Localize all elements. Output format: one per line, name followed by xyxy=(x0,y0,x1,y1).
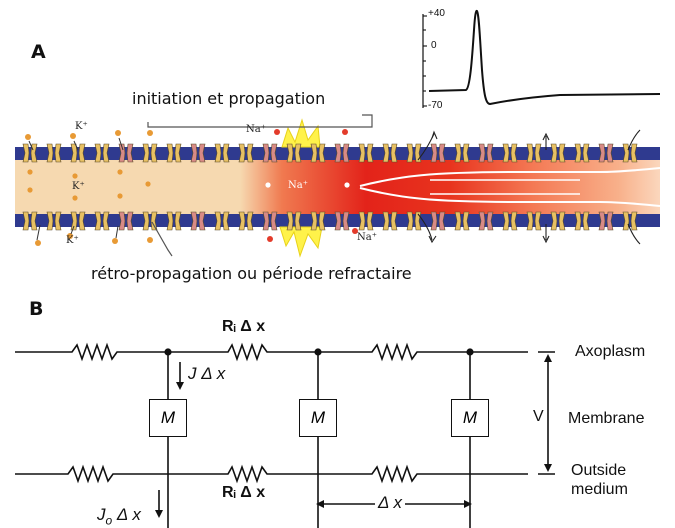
k-label-2: K⁺ xyxy=(72,181,85,192)
ion-channel xyxy=(310,143,326,163)
spark-bottom xyxy=(279,226,323,258)
ion-channel xyxy=(622,143,638,163)
na-label-inside: Na⁺ xyxy=(288,180,308,191)
current-lines xyxy=(359,167,661,207)
action-potential-plot xyxy=(422,9,661,108)
caption-brackets xyxy=(147,114,373,257)
ion-channel xyxy=(214,211,230,231)
ion-channel xyxy=(310,211,326,231)
k-label-1: K⁺ xyxy=(75,121,88,132)
ion-channel xyxy=(550,211,566,231)
ion-channel xyxy=(118,211,134,231)
ion-channel xyxy=(286,143,302,163)
ion-channel xyxy=(382,211,398,231)
arrow-heads xyxy=(155,354,552,518)
ion-channel xyxy=(190,143,206,163)
ion-channel xyxy=(550,143,566,163)
ion-channel xyxy=(526,211,542,231)
ion-channel xyxy=(406,143,422,163)
ion-channel xyxy=(406,211,422,231)
jo-subscript: o xyxy=(105,513,113,528)
caption-retro-propagation: rétro-propagation ou période refractaire xyxy=(91,264,412,283)
axon-diagram xyxy=(15,118,661,258)
v-label: V xyxy=(533,408,544,425)
ion-channel xyxy=(46,143,62,163)
ap-tick-top: +40 xyxy=(428,8,445,19)
ion-channel xyxy=(598,211,614,231)
j-current-label: J Δ x xyxy=(188,364,226,383)
outside-label-2: medium xyxy=(571,481,628,498)
ion-channel xyxy=(526,143,542,163)
outside-label-1: Outside xyxy=(571,462,627,479)
flux-arrows xyxy=(417,129,641,245)
ion-channel xyxy=(502,143,518,163)
ion-channel xyxy=(142,143,158,163)
ion-channel xyxy=(70,143,86,163)
jo-current-label: Jo Δ x xyxy=(97,505,141,528)
ap-tick-mid: 0 xyxy=(431,40,437,51)
ion-channel xyxy=(622,211,638,231)
ion-channel xyxy=(502,211,518,231)
membrane-label: Membrane xyxy=(568,410,645,427)
ion-channel xyxy=(46,211,62,231)
ion-channel xyxy=(454,211,470,231)
ion-channel xyxy=(430,143,446,163)
ion-channel xyxy=(382,143,398,163)
na-label-top: Na⁺ xyxy=(246,124,266,135)
delta-x-label: Δ x xyxy=(375,493,405,513)
outside-wire xyxy=(15,464,528,484)
ion-channel xyxy=(430,211,446,231)
ion-channel xyxy=(358,143,374,163)
ion-channel xyxy=(70,211,86,231)
ap-ticks xyxy=(423,15,427,107)
k-label-3: K⁺ xyxy=(66,235,79,246)
circuit-nodes xyxy=(164,348,474,356)
ion-channel xyxy=(22,143,38,163)
ion-channel xyxy=(94,143,110,163)
ion-dots xyxy=(25,129,358,246)
ion-channel xyxy=(214,143,230,163)
ion-channel xyxy=(262,211,278,231)
ion-channel xyxy=(334,143,350,163)
caption-initiation: initiation et propagation xyxy=(132,89,326,108)
ri-label-bottom: Rᵢ Δ x xyxy=(222,484,266,501)
axoplasm-wire xyxy=(15,342,528,362)
ion-channel xyxy=(190,211,206,231)
axoplasm-label: Axoplasm xyxy=(575,343,646,360)
ion-channel xyxy=(478,143,494,163)
ion-channel xyxy=(454,143,470,163)
panel-a-label: A xyxy=(31,41,46,63)
ion-channel xyxy=(238,143,254,163)
membrane-box-2: M xyxy=(299,399,337,437)
membrane-box-1: M xyxy=(149,399,187,437)
ion-channel xyxy=(262,143,278,163)
ap-trace xyxy=(428,9,661,106)
ion-channel xyxy=(94,211,110,231)
ion-channel xyxy=(598,143,614,163)
current-lines-inner xyxy=(430,179,580,195)
ap-tick-bottom: -70 xyxy=(428,100,443,111)
ion-channel xyxy=(238,211,254,231)
ion-channel xyxy=(22,211,38,231)
spark-top xyxy=(281,118,321,148)
ion-channel xyxy=(334,211,350,231)
ion-channel xyxy=(166,211,182,231)
ion-channel xyxy=(286,211,302,231)
ion-channel xyxy=(574,143,590,163)
ion-channel xyxy=(166,143,182,163)
na-label-bottom: Na⁺ xyxy=(357,232,377,243)
ri-label-top: Rᵢ Δ x xyxy=(222,318,266,335)
ion-channel xyxy=(574,211,590,231)
membrane-box-3: M xyxy=(451,399,489,437)
ion-channels xyxy=(22,143,638,231)
depolarized-region xyxy=(240,158,660,216)
k-flux-arrows xyxy=(28,137,124,241)
ion-channel xyxy=(478,211,494,231)
panel-b-label: B xyxy=(29,298,44,320)
ion-channel xyxy=(358,211,374,231)
